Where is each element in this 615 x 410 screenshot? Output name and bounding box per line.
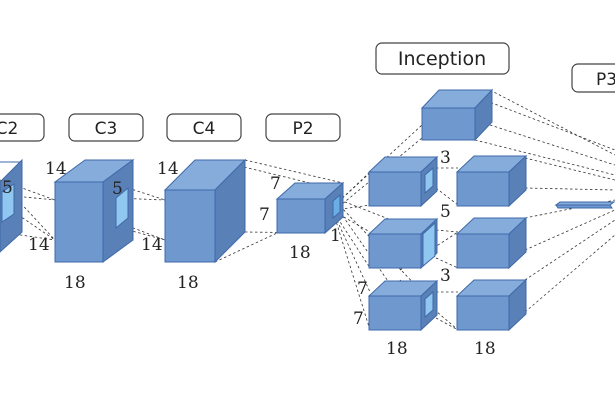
label-c3-text: C3 [95, 119, 118, 139]
p2-kernel-dim: 1 [330, 226, 341, 246]
label-c2-text: C2 [0, 119, 18, 139]
connections [0, 89, 615, 331]
block-c2 [0, 158, 23, 253]
inception-k3-top-dim: 3 [440, 148, 451, 168]
inception-k3-bottom-dim: 3 [440, 266, 451, 286]
concat-slab [554, 201, 615, 209]
block-p2 [275, 181, 345, 235]
inception-kernel-3-bottom [424, 290, 434, 319]
p2-width-dim: 7 [259, 205, 270, 225]
inception-right-block-1 [455, 154, 528, 208]
p2-depth-dim: 18 [289, 243, 311, 263]
inception-w-dim: 7 [353, 309, 364, 329]
c2-kernel-dim: 5 [2, 178, 13, 198]
inception-left-block-1 [367, 155, 439, 208]
c3-kernel-dim: 5 [112, 179, 123, 199]
label-c4: C4 [166, 113, 242, 142]
label-c2: C2 [0, 113, 45, 142]
label-c4-text: C4 [193, 119, 216, 139]
p2-kernel [332, 193, 341, 220]
inception-left-block-2 [367, 217, 439, 270]
label-inception-text: Inception [398, 48, 486, 70]
block-c3 [53, 159, 135, 263]
inception-right-block-3 [455, 278, 528, 332]
c3-width-dim: 14 [141, 235, 163, 255]
p2-height-dim: 7 [270, 174, 281, 194]
inception-depth-right-dim: 18 [474, 339, 496, 359]
inception-h-dim: 7 [357, 279, 368, 299]
inception-k5-dim: 5 [440, 202, 451, 222]
inception-right-block-2 [455, 216, 528, 270]
c2-side-dim: 14 [28, 235, 50, 255]
label-p2-text: P2 [292, 119, 313, 139]
block-c4 [163, 158, 247, 264]
label-c3: C3 [68, 113, 144, 142]
c3-depth-dim: 18 [64, 273, 86, 293]
c4-height-dim: 14 [157, 159, 179, 179]
inception-depth-left-dim: 18 [386, 339, 408, 359]
inception-left-block-3 [367, 279, 439, 332]
label-p3: P3 [571, 63, 615, 93]
c2-kernel [1, 183, 15, 223]
inception-top-block [420, 88, 494, 142]
c4-depth-dim: 18 [177, 273, 199, 293]
c3-height-dim: 14 [45, 159, 67, 179]
label-p2: P2 [265, 113, 341, 142]
label-inception: Inception [375, 42, 510, 75]
c3-kernel [115, 186, 129, 230]
label-p3-text: P3 [596, 70, 615, 90]
inception-kernel-3-top [424, 166, 434, 195]
inception-kernel-5 [422, 221, 436, 268]
